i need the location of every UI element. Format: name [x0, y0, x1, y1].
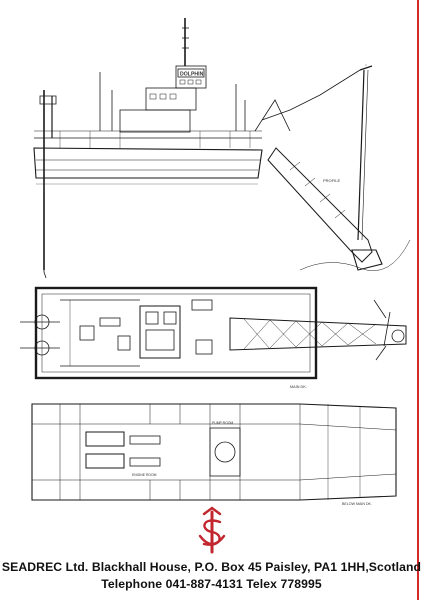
main-deck-label: MAIN DK. — [290, 385, 307, 389]
profile-label: PROFILE — [323, 178, 340, 183]
engine-1 — [85, 431, 125, 447]
below-deck-label: BELOW MAIN DK. — [342, 502, 372, 506]
profile-ladder — [267, 147, 373, 263]
main-deck-outline — [34, 286, 318, 380]
engine-room-label: ENGINE ROOM — [132, 473, 157, 477]
profile-name-board — [177, 68, 205, 78]
footer-address: SEADREC Ltd. Blackhall House, P.O. Box 4… — [1, 560, 422, 574]
main-deck-ladder-truss — [229, 317, 407, 351]
profile-hull — [33, 147, 263, 179]
footer-contact: Telephone 041-887-4131 Telex 778995 — [101, 577, 322, 591]
red-margin-rule — [417, 0, 419, 600]
below-deck-outline — [31, 403, 397, 501]
seadrec-logo-icon — [198, 506, 226, 554]
vessel-name-text: DOLPHIN — [180, 72, 204, 78]
pump-room — [209, 427, 241, 477]
engine-2 — [85, 453, 125, 469]
pump-room-label: PUMP ROOM — [212, 421, 233, 425]
profile-cutter-head — [351, 249, 383, 271]
